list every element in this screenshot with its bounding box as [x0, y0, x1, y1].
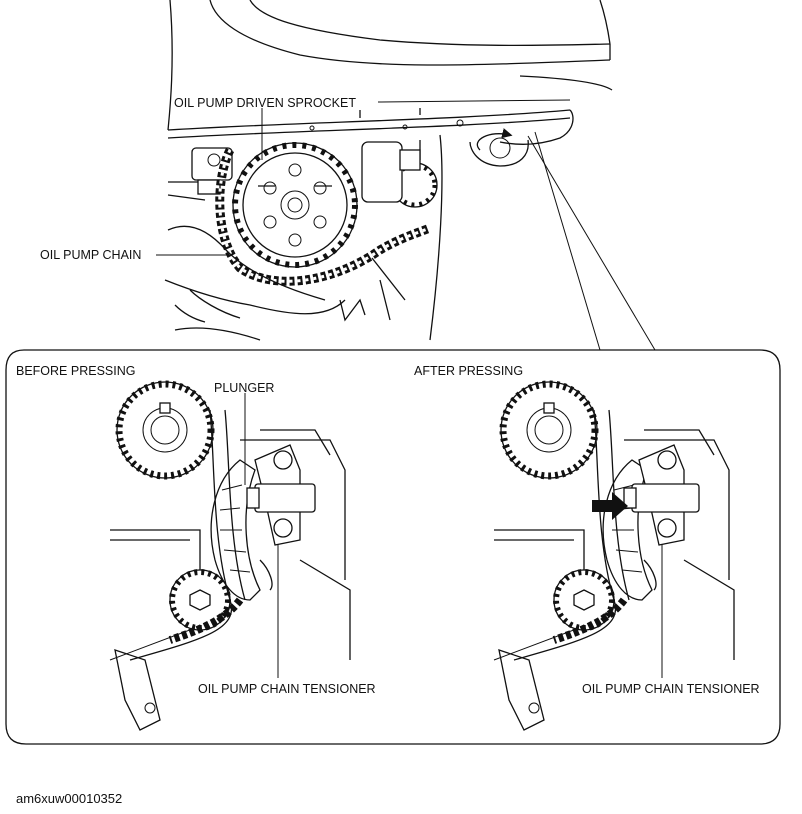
detail-callout-frame: [5, 349, 781, 745]
driven-sprocket-leader-right: [377, 99, 571, 103]
engine-top-view: [164, 0, 656, 351]
tensioner-right-label: OIL PUMP CHAIN TENSIONER: [582, 682, 760, 696]
before-pressing-label: BEFORE PRESSING: [16, 364, 135, 378]
after-pressing-label: AFTER PRESSING: [414, 364, 523, 378]
pump-chain-label: OIL PUMP CHAIN: [40, 248, 141, 262]
plunger-label: PLUNGER: [214, 381, 274, 395]
tensioner-left-label: OIL PUMP CHAIN TENSIONER: [198, 682, 376, 696]
after-pressing-view: [493, 380, 735, 731]
figure-id: am6xuw00010352: [16, 791, 123, 806]
driven-sprocket-label: OIL PUMP DRIVEN SPROCKET: [174, 96, 356, 110]
press-arrow-icon: [592, 492, 628, 520]
before-pressing-view: [109, 380, 351, 731]
